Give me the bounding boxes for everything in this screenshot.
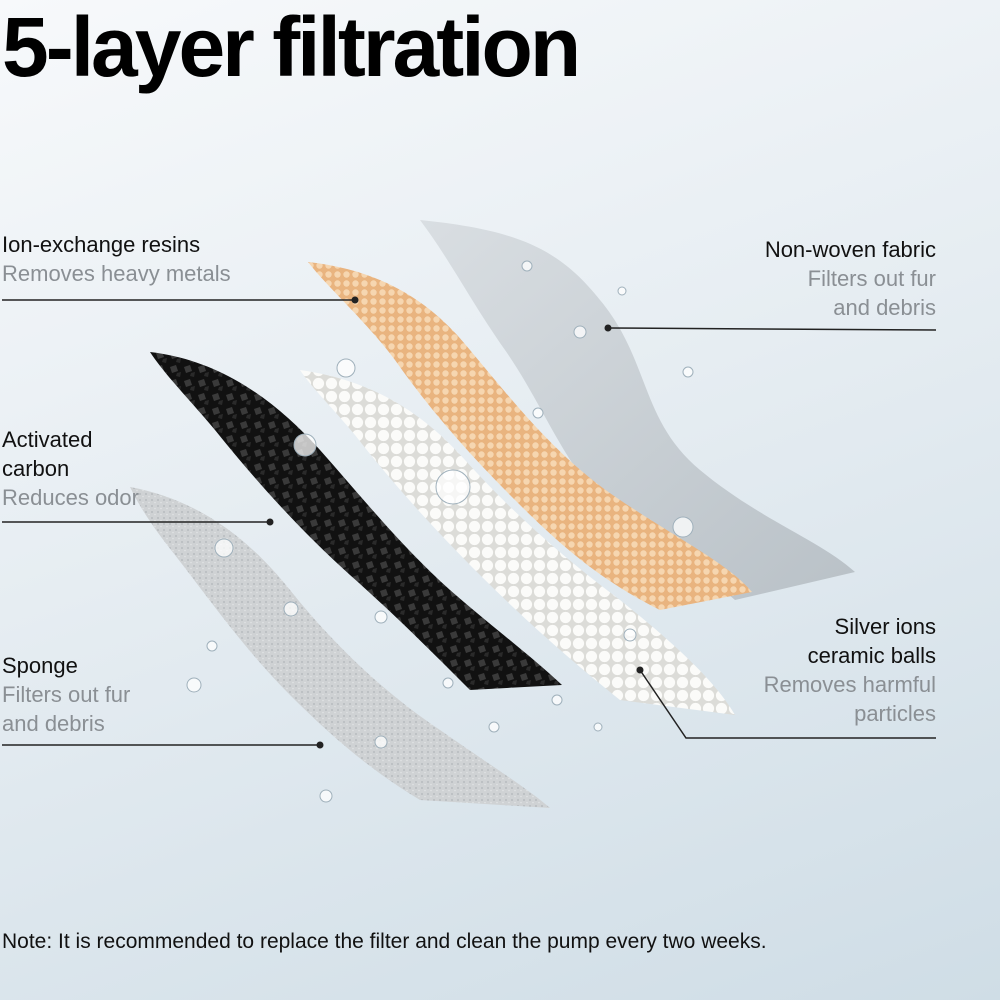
water-droplets	[186, 260, 694, 803]
layer-name: Activated carbon	[2, 427, 93, 481]
maintenance-note: Note: It is recommended to replace the f…	[2, 930, 767, 953]
sponge-layer	[130, 487, 550, 808]
label-silver-ions-ceramic-balls: Silver ions ceramic balls Removes harmfu…	[716, 612, 936, 728]
carbon-layer	[150, 352, 562, 690]
ceramic-layer	[300, 370, 735, 715]
layer-name: Ion-exchange resins	[2, 232, 201, 257]
layer-description: Filters out fur and debris	[2, 682, 131, 736]
label-sponge: Sponge Filters out fur and debris	[2, 651, 162, 738]
leader-fabric	[607, 327, 937, 331]
label-ion-exchange-resins: Ion-exchange resins Removes heavy metals	[2, 230, 231, 288]
layer-description: Reduces odor	[2, 485, 139, 510]
layer-name: Non-woven fabric	[764, 237, 936, 262]
layer-name: Silver ions ceramic balls	[807, 614, 936, 668]
layer-description: Removes heavy metals	[2, 261, 231, 286]
label-non-woven-fabric: Non-woven fabric Filters out fur and deb…	[696, 235, 936, 322]
page-title: 5-layer filtration	[2, 0, 581, 94]
layer-name: Sponge	[2, 653, 78, 678]
layer-description: Filters out fur and debris	[807, 266, 936, 320]
label-activated-carbon: Activated carbon Reduces odor	[2, 425, 139, 512]
leader-ceramic	[639, 669, 936, 739]
leader-endpoints	[266, 296, 644, 749]
layer-description: Removes harmful particles	[763, 672, 936, 726]
leader-lines	[2, 299, 937, 746]
resin-layer	[308, 262, 752, 610]
fabric-layer	[420, 220, 855, 600]
